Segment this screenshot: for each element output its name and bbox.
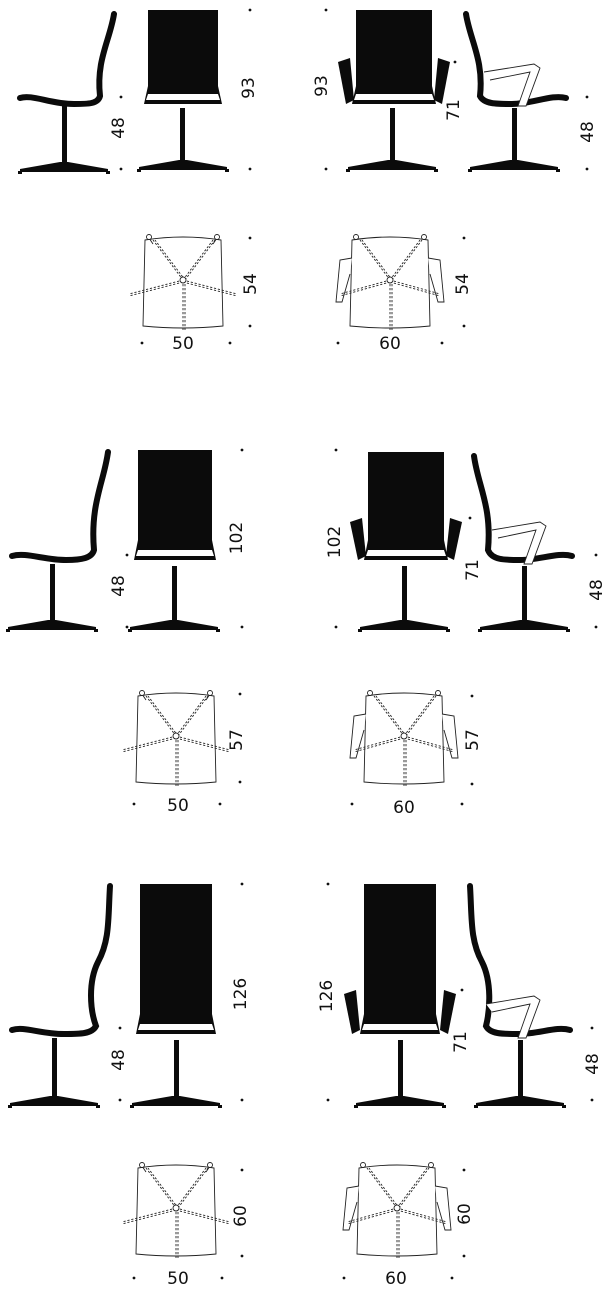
plan-view-armchair — [335, 234, 445, 331]
arm-plan-depth-label: 60 — [455, 1203, 475, 1225]
plan-depth-label: 60 — [231, 1205, 251, 1227]
plan-dimension-dots — [132, 1168, 466, 1280]
front-view-armchair — [338, 10, 450, 172]
front-view-task — [130, 884, 222, 1108]
plan-dimension-dots — [140, 236, 466, 345]
front-view-task — [128, 450, 220, 632]
side-view-armchair — [467, 883, 573, 1108]
plan-depth-label: 57 — [227, 729, 247, 751]
arm-plan-depth-label: 57 — [463, 729, 483, 751]
dimension-dots — [118, 882, 594, 1102]
arm-height-label: 71 — [451, 1031, 471, 1053]
dimension-dots — [125, 448, 598, 629]
front-view-armchair — [344, 884, 456, 1108]
row-high-back: 48 126 126 71 48 50 60 60 60 — [8, 882, 603, 1289]
back-height-label: 93 — [239, 77, 259, 99]
arm-height-label: 71 — [444, 99, 464, 121]
arm-plan-width-label: 60 — [385, 1269, 407, 1289]
side-view-armchair — [471, 453, 575, 632]
arm-seat-height-label: 48 — [587, 579, 606, 601]
side-view-armchair — [463, 11, 569, 172]
arm-plan-depth-label: 54 — [453, 273, 473, 295]
front-view-armchair — [350, 452, 462, 632]
plan-view-task — [121, 690, 231, 787]
plan-width-label: 50 — [172, 334, 194, 354]
front-view-task — [137, 10, 229, 172]
arm-seat-height-label: 48 — [583, 1053, 603, 1075]
plan-depth-label: 54 — [241, 273, 261, 295]
side-view-task — [17, 11, 117, 174]
arm-height-label: 71 — [463, 559, 483, 581]
arm-back-height-label: 102 — [325, 526, 345, 558]
plan-width-label: 50 — [167, 796, 189, 816]
plan-view-task — [128, 234, 238, 331]
side-view-task — [8, 883, 113, 1108]
back-height-label: 126 — [231, 978, 251, 1010]
row-low-back: 48 93 93 71 48 50 54 60 54 — [17, 8, 598, 354]
arm-back-height-label: 93 — [312, 75, 332, 97]
seat-height-label: 48 — [109, 575, 129, 597]
plan-view-armchair — [349, 690, 459, 787]
arm-back-height-label: 126 — [317, 980, 337, 1012]
arm-seat-height-label: 48 — [578, 121, 598, 143]
arm-plan-width-label: 60 — [379, 334, 401, 354]
arm-plan-width-label: 60 — [393, 798, 415, 818]
dimension-dots — [119, 8, 589, 171]
plan-view-armchair — [342, 1162, 452, 1259]
plan-view-task — [121, 1162, 231, 1259]
seat-height-label: 48 — [109, 1049, 129, 1071]
plan-dimension-dots — [132, 692, 474, 806]
plan-width-label: 50 — [167, 1269, 189, 1289]
seat-height-label: 48 — [109, 117, 129, 139]
side-view-task — [6, 449, 111, 632]
row-mid-back: 48 102 102 71 48 50 57 60 57 — [6, 448, 606, 818]
back-height-label: 102 — [227, 522, 247, 554]
